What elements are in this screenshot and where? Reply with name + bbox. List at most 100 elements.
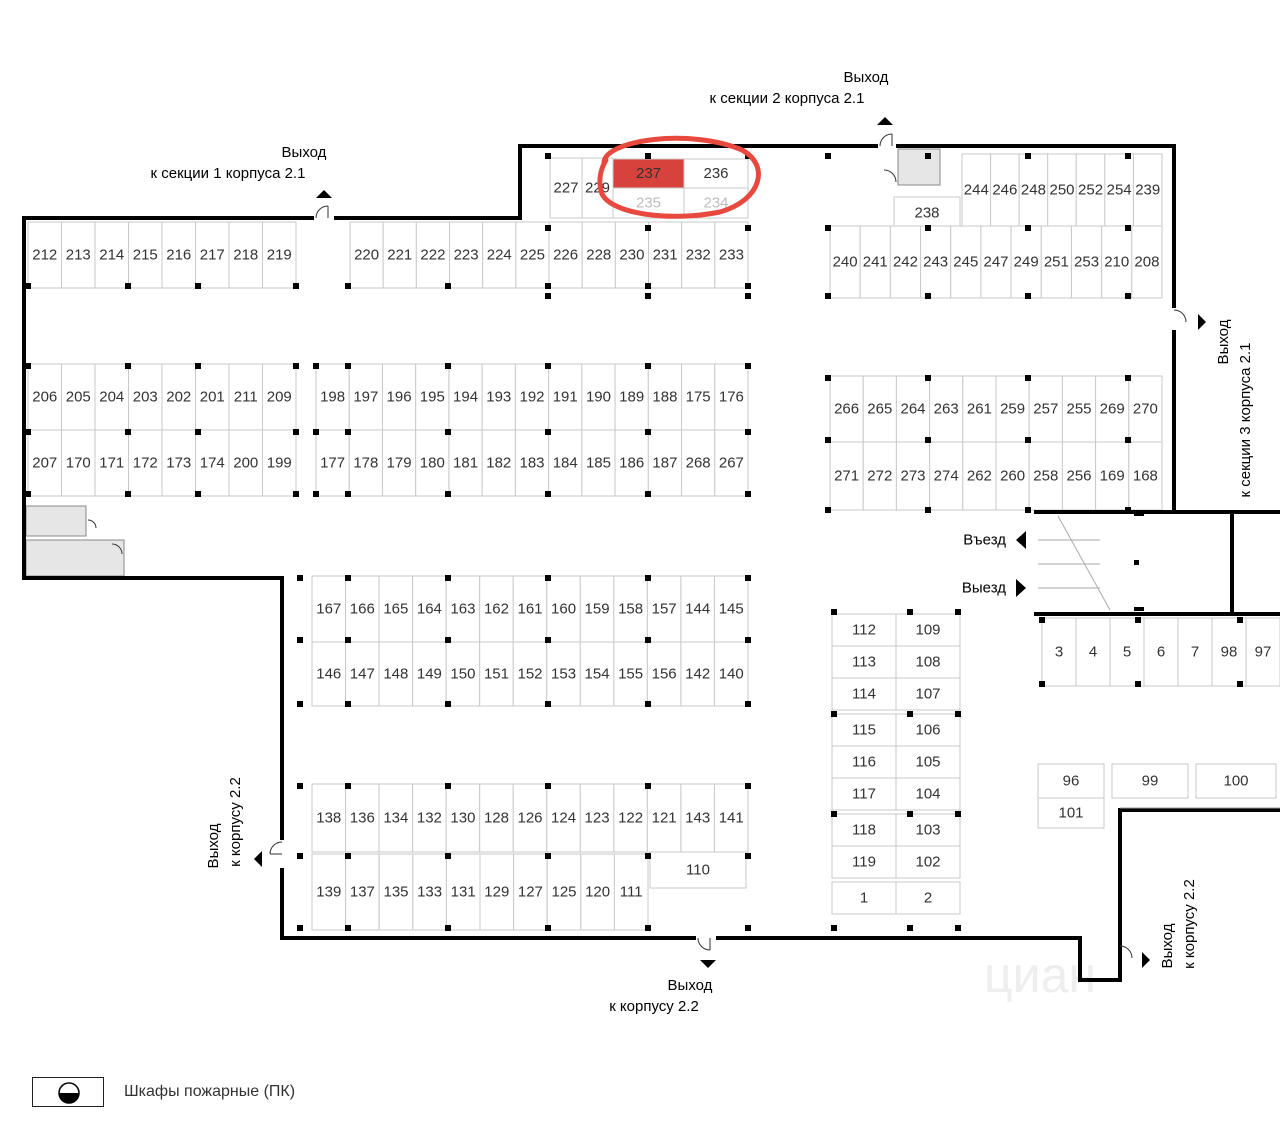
parking-spot-146[interactable]: 146 <box>311 641 347 707</box>
parking-spot-243[interactable]: 243 <box>920 225 952 299</box>
parking-spot-241[interactable]: 241 <box>859 225 891 299</box>
parking-spot-157[interactable]: 157 <box>646 575 682 643</box>
parking-spot-204[interactable]: 204 <box>94 363 129 431</box>
parking-spot-117[interactable]: 117 <box>831 777 897 811</box>
parking-spot-233[interactable]: 233 <box>714 221 749 289</box>
parking-spot-218[interactable]: 218 <box>228 221 263 289</box>
parking-spot-141[interactable]: 141 <box>713 783 749 853</box>
parking-spot-260[interactable]: 260 <box>995 441 1030 511</box>
parking-spot-134[interactable]: 134 <box>378 783 414 853</box>
parking-spot-129[interactable]: 129 <box>479 853 515 931</box>
parking-spot-246[interactable]: 246 <box>990 153 1020 227</box>
parking-spot-254[interactable]: 254 <box>1104 153 1134 227</box>
parking-spot-132[interactable]: 132 <box>412 783 447 853</box>
parking-spot-232[interactable]: 232 <box>681 221 716 289</box>
parking-spot-252[interactable]: 252 <box>1075 153 1106 227</box>
parking-spot-144[interactable]: 144 <box>680 575 715 643</box>
parking-spot-5[interactable]: 5 <box>1109 617 1145 687</box>
parking-spot-124[interactable]: 124 <box>546 783 581 853</box>
parking-spot-111[interactable]: 111 <box>613 853 649 931</box>
parking-spot-147[interactable]: 147 <box>345 641 380 707</box>
parking-spot-159[interactable]: 159 <box>579 575 615 643</box>
parking-spot-267[interactable]: 267 <box>714 429 749 497</box>
parking-spot-216[interactable]: 216 <box>161 221 196 289</box>
parking-spot-222[interactable]: 222 <box>415 221 451 289</box>
parking-spot-130[interactable]: 130 <box>445 783 481 853</box>
parking-spot-242[interactable]: 242 <box>889 225 922 299</box>
parking-spot-137[interactable]: 137 <box>345 853 380 931</box>
parking-spot-261[interactable]: 261 <box>962 375 997 443</box>
parking-spot-104[interactable]: 104 <box>895 777 961 811</box>
parking-spot-255[interactable]: 255 <box>1061 375 1097 443</box>
parking-spot-274[interactable]: 274 <box>929 441 964 511</box>
parking-spot-197[interactable]: 197 <box>348 363 383 431</box>
parking-spot-126[interactable]: 126 <box>512 783 548 853</box>
parking-spot-170[interactable]: 170 <box>61 429 96 497</box>
parking-spot-125[interactable]: 125 <box>546 853 582 931</box>
parking-spot-270[interactable]: 270 <box>1128 375 1163 443</box>
parking-spot-2[interactable]: 2 <box>895 881 961 915</box>
parking-spot-145[interactable]: 145 <box>713 575 749 643</box>
parking-spot-226[interactable]: 226 <box>548 221 583 289</box>
parking-spot-217[interactable]: 217 <box>195 221 230 289</box>
parking-spot-153[interactable]: 153 <box>546 641 581 707</box>
parking-spot-171[interactable]: 171 <box>94 429 129 497</box>
parking-spot-195[interactable]: 195 <box>415 363 450 431</box>
parking-spot-208[interactable]: 208 <box>1131 225 1163 299</box>
parking-spot-123[interactable]: 123 <box>579 783 615 853</box>
parking-spot-209[interactable]: 209 <box>262 363 297 431</box>
parking-spot-169[interactable]: 169 <box>1095 441 1130 511</box>
parking-spot-176[interactable]: 176 <box>714 363 749 431</box>
parking-spot-272[interactable]: 272 <box>862 441 897 511</box>
parking-spot-114[interactable]: 114 <box>831 677 897 711</box>
parking-spot-175[interactable]: 175 <box>681 363 716 431</box>
parking-spot-207[interactable]: 207 <box>27 429 62 497</box>
parking-spot-139[interactable]: 139 <box>311 853 347 931</box>
parking-spot-198[interactable]: 198 <box>315 363 350 431</box>
parking-spot-162[interactable]: 162 <box>479 575 514 643</box>
parking-spot-212[interactable]: 212 <box>27 221 62 289</box>
parking-spot-138[interactable]: 138 <box>311 783 347 853</box>
parking-spot-96[interactable]: 96 <box>1037 763 1105 799</box>
parking-spot-118[interactable]: 118 <box>831 813 897 847</box>
parking-spot-253[interactable]: 253 <box>1070 225 1103 299</box>
parking-spot-224[interactable]: 224 <box>482 221 517 289</box>
parking-spot-179[interactable]: 179 <box>381 429 417 497</box>
parking-spot-206[interactable]: 206 <box>27 363 62 431</box>
parking-spot-113[interactable]: 113 <box>831 645 897 679</box>
parking-spot-119[interactable]: 119 <box>831 845 897 879</box>
parking-spot-167[interactable]: 167 <box>311 575 347 643</box>
parking-spot-178[interactable]: 178 <box>348 429 383 497</box>
parking-spot-168[interactable]: 168 <box>1128 441 1163 511</box>
parking-spot-108[interactable]: 108 <box>895 645 961 679</box>
parking-spot-264[interactable]: 264 <box>895 375 931 443</box>
parking-spot-219[interactable]: 219 <box>262 221 297 289</box>
parking-spot-154[interactable]: 154 <box>579 641 615 707</box>
parking-spot-203[interactable]: 203 <box>128 363 163 431</box>
parking-spot-248[interactable]: 248 <box>1018 153 1049 227</box>
parking-spot-158[interactable]: 158 <box>613 575 648 643</box>
parking-spot-185[interactable]: 185 <box>581 429 616 497</box>
parking-spot-187[interactable]: 187 <box>647 429 683 497</box>
parking-spot-115[interactable]: 115 <box>831 713 897 747</box>
parking-spot-120[interactable]: 120 <box>580 853 615 931</box>
parking-spot-240[interactable]: 240 <box>829 225 861 299</box>
parking-spot-7[interactable]: 7 <box>1177 617 1213 687</box>
parking-spot-221[interactable]: 221 <box>382 221 417 289</box>
parking-spot-131[interactable]: 131 <box>445 853 481 931</box>
parking-spot-106[interactable]: 106 <box>895 713 961 747</box>
parking-spot-140[interactable]: 140 <box>713 641 749 707</box>
parking-spot-258[interactable]: 258 <box>1028 441 1063 511</box>
parking-spot-180[interactable]: 180 <box>415 429 450 497</box>
parking-spot-247[interactable]: 247 <box>980 225 1012 299</box>
parking-spot-166[interactable]: 166 <box>345 575 380 643</box>
parking-spot-265[interactable]: 265 <box>862 375 897 443</box>
parking-spot-192[interactable]: 192 <box>514 363 550 431</box>
parking-spot-135[interactable]: 135 <box>378 853 414 931</box>
parking-spot-215[interactable]: 215 <box>128 221 163 289</box>
parking-spot-182[interactable]: 182 <box>481 429 516 497</box>
parking-spot-245[interactable]: 245 <box>950 225 982 299</box>
parking-spot-189[interactable]: 189 <box>614 363 649 431</box>
parking-spot-150[interactable]: 150 <box>445 641 481 707</box>
parking-spot-184[interactable]: 184 <box>548 429 583 497</box>
